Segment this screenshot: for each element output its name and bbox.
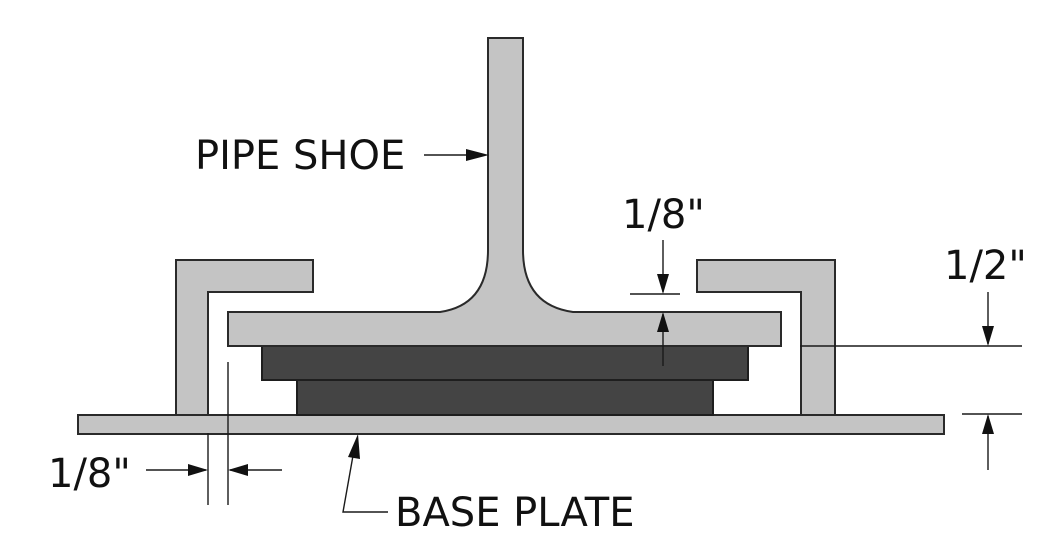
pipe-shoe-callout: PIPE SHOE xyxy=(195,133,489,179)
leader-arrow-head xyxy=(348,434,360,459)
left-guide-angle xyxy=(175,259,314,416)
leader-arrow-head xyxy=(466,149,489,161)
pad-upper xyxy=(261,345,749,381)
dimension-label-height: 1/2" xyxy=(944,243,1027,289)
base-plate xyxy=(77,414,945,435)
base-plate-callout: BASE PLATE xyxy=(342,434,634,536)
arrow-head xyxy=(982,414,994,434)
right-guide-angle xyxy=(696,259,836,416)
dimension-label-side-gap: 1/8" xyxy=(48,451,131,497)
dimension-label-top-gap: 1/8" xyxy=(622,192,705,238)
dimension-height: 1/2" xyxy=(800,243,1027,470)
dimension-side-gap: 1/8" xyxy=(48,362,282,505)
arrow-head xyxy=(657,312,669,332)
pipe-shoe-label: PIPE SHOE xyxy=(195,133,405,179)
base-plate-label: BASE PLATE xyxy=(395,490,634,536)
arrow-head xyxy=(228,464,248,476)
leader-line xyxy=(342,449,388,513)
arrow-head xyxy=(188,464,208,476)
pad-lower xyxy=(296,379,714,416)
dimension-top-gap: 1/8" xyxy=(622,192,705,366)
arrow-head xyxy=(657,274,669,294)
arrow-head xyxy=(982,326,994,346)
pipe-shoe xyxy=(227,37,782,347)
